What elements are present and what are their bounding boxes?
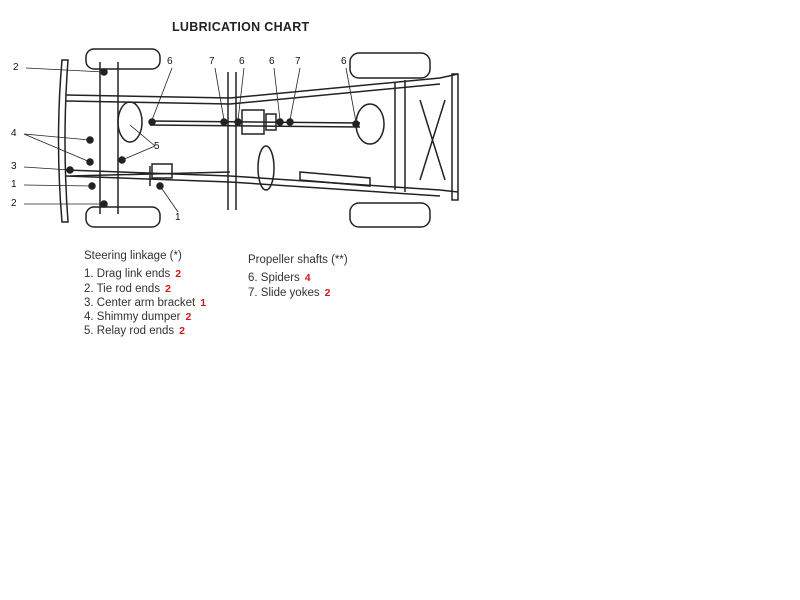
rear-wheel-top [349, 52, 431, 79]
callout-label: 1 [11, 179, 17, 190]
callout-label: 6 [239, 56, 245, 67]
front-wheel-top [85, 48, 161, 70]
callout-label: 1 [175, 212, 181, 223]
callout-label: 2 [11, 198, 17, 209]
chart-title: LUBRICATION CHART [172, 20, 310, 34]
rear-wheel-bottom [349, 202, 431, 228]
front-axle [99, 62, 119, 214]
callout-label: 6 [167, 56, 173, 67]
callout-label: 2 [13, 62, 19, 73]
frame-rail-bottom [65, 169, 459, 193]
frame-rail-top [65, 73, 459, 99]
callout-label: 6 [341, 56, 347, 67]
callout-label: 7 [295, 56, 301, 67]
front-bumper [57, 59, 69, 223]
propeller-heading: Propeller shafts (**) [248, 254, 348, 266]
callout-label: 7 [209, 56, 215, 67]
propeller-shaft [149, 120, 361, 128]
front-wheel-bottom [85, 206, 161, 228]
steering-wheel [257, 145, 275, 191]
callout-label: 4 [11, 128, 17, 139]
callout-label: 3 [11, 161, 17, 172]
callout-label: 5 [154, 141, 160, 152]
steering-heading: Steering linkage (*) [84, 250, 182, 262]
callout-label: 6 [269, 56, 275, 67]
